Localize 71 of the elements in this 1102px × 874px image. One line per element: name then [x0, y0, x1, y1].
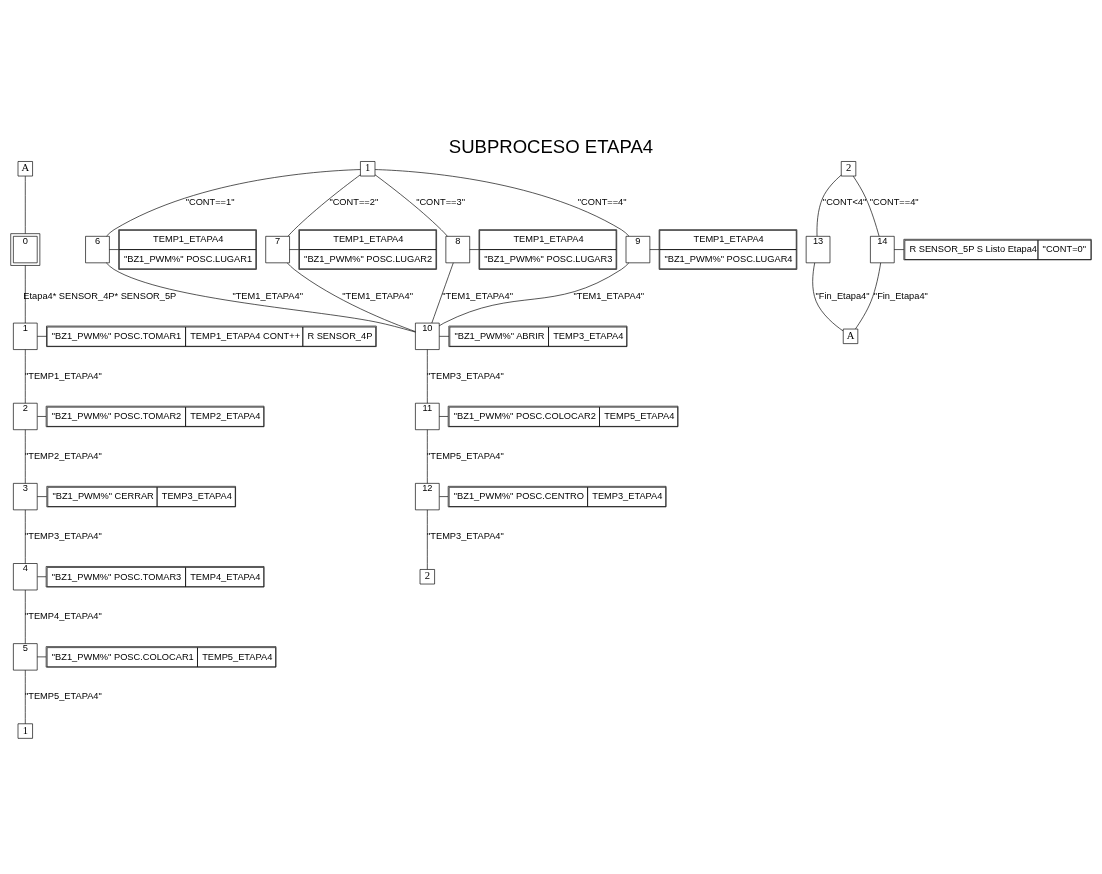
connector	[427, 509, 428, 570]
edge-label: "CONT==3"	[416, 197, 465, 208]
connector	[289, 249, 300, 250]
connector	[812, 262, 844, 332]
connector	[24, 509, 26, 564]
node-box: 11	[415, 402, 440, 431]
connector	[374, 169, 630, 237]
connector	[109, 249, 119, 250]
edge-label: "TEMP3_ETAPA4"	[427, 370, 504, 381]
edge-label: "Fin_Etapa4"	[815, 290, 870, 301]
connector	[649, 249, 660, 250]
node-box: 2	[419, 569, 435, 585]
connector	[439, 336, 450, 337]
connector	[438, 262, 630, 327]
edge-label: "TEMP2_ETAPA4"	[24, 450, 102, 461]
edge-label: "TEMP4_ETAPA4"	[24, 611, 102, 622]
connector	[286, 262, 416, 332]
edge-label: "CONT==4"	[577, 197, 627, 208]
node-box: 5	[13, 643, 38, 671]
node-box: 4	[13, 563, 38, 591]
edge-label: "CONT==2"	[329, 197, 379, 208]
node-box: 9	[625, 236, 651, 264]
node-box: 1	[13, 322, 38, 350]
node-box: 14	[870, 236, 895, 264]
edge-label: "TEMP5_ETAPA4"	[24, 691, 102, 702]
connector	[287, 174, 361, 237]
edge-label: "TEMP1_ETAPA4"	[24, 370, 102, 381]
node-box: A	[17, 161, 33, 177]
connector	[36, 336, 47, 337]
edge-label: "TEM1_ETAPA4"	[442, 290, 513, 301]
connector	[893, 249, 905, 250]
edge-label: "TEM1_ETAPA4"	[342, 290, 413, 301]
node-box: 6	[85, 236, 110, 264]
edge-label: "TEMP3_ETAPA4"	[24, 531, 102, 542]
connector	[24, 669, 26, 725]
connector	[469, 249, 480, 250]
edge-label: "TEMP5_ETAPA4"	[427, 450, 504, 461]
connector	[24, 349, 26, 404]
edge-label: "CONT==1"	[185, 197, 235, 208]
edge-label: "Fin_Etapa4"	[873, 290, 928, 301]
edge-label: "TEMP3_ETAPA4"	[427, 531, 504, 542]
connector	[439, 496, 449, 497]
connector	[24, 265, 26, 324]
connector	[24, 175, 26, 234]
connector	[105, 262, 416, 333]
edge-label: Etapa4* SENSOR_4P* SENSOR_5P	[23, 290, 177, 301]
node-box: 10	[415, 322, 440, 350]
node-box: 2	[840, 161, 857, 177]
edge-label: "CONT==4"	[869, 197, 919, 208]
connector	[438, 416, 449, 417]
edge-label: "TEM1_ETAPA4"	[573, 290, 645, 301]
node-box: 2	[13, 402, 38, 431]
node-box: A	[842, 328, 859, 344]
node-box: 13	[805, 236, 831, 264]
diagram-title: SUBPROCESO ETAPA4	[448, 136, 654, 158]
node-box: 7	[265, 236, 290, 264]
edge-label: "TEM1_ETAPA4"	[232, 290, 303, 301]
connector	[855, 262, 881, 330]
connector	[37, 416, 47, 417]
connector	[427, 349, 428, 404]
node-box: 1	[17, 723, 33, 739]
edge-label: "CONT<4"	[822, 197, 867, 208]
connector	[106, 169, 361, 237]
connector	[431, 262, 454, 324]
node-box: 8	[445, 236, 471, 264]
connector	[852, 175, 880, 237]
node-box: 3	[13, 483, 38, 511]
connector	[24, 589, 26, 644]
connector	[36, 496, 47, 497]
node-box: 1	[360, 161, 376, 177]
node-box: 12	[415, 483, 440, 511]
